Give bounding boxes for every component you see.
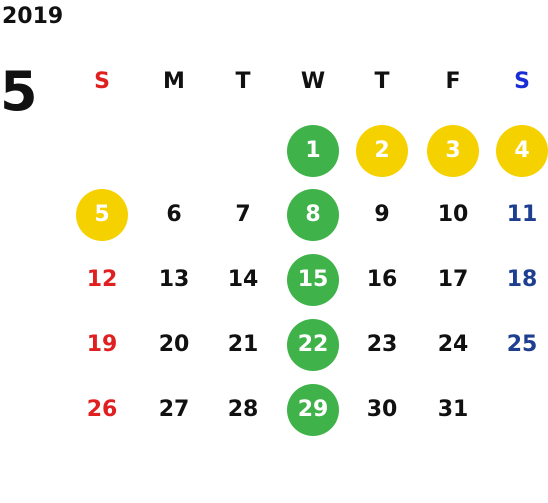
day-cell[interactable]: 1 [287, 125, 339, 177]
day-cell[interactable]: 18 [506, 267, 538, 292]
weekday-header: T [235, 69, 251, 94]
day-cell[interactable]: 7 [235, 202, 251, 227]
day-cell[interactable]: 17 [437, 267, 469, 292]
day-cell[interactable]: 11 [506, 202, 538, 227]
weekday-header: T [374, 69, 390, 94]
day-cell[interactable]: 9 [374, 202, 390, 227]
day-cell[interactable]: 25 [506, 332, 538, 357]
day-cell[interactable]: 23 [366, 332, 398, 357]
day-cell[interactable]: 16 [366, 267, 398, 292]
day-cell[interactable]: 26 [86, 397, 118, 422]
weekday-header: S [94, 69, 110, 94]
day-cell[interactable]: 8 [287, 189, 339, 241]
weekday-header: F [445, 69, 461, 94]
day-cell[interactable]: 21 [227, 332, 259, 357]
day-cell[interactable]: 28 [227, 397, 259, 422]
day-cell[interactable]: 13 [158, 267, 190, 292]
day-cell[interactable]: 30 [366, 397, 398, 422]
weekday-header: S [514, 69, 530, 94]
day-cell[interactable]: 24 [437, 332, 469, 357]
day-cell[interactable]: 22 [287, 319, 339, 371]
day-cell[interactable]: 29 [287, 384, 339, 436]
day-cell[interactable]: 12 [86, 267, 118, 292]
month-label: 5 [0, 60, 38, 123]
day-cell[interactable]: 19 [86, 332, 118, 357]
day-cell[interactable]: 27 [158, 397, 190, 422]
day-cell[interactable]: 2 [356, 125, 408, 177]
day-cell[interactable]: 31 [437, 397, 469, 422]
weekday-header: M [163, 69, 185, 94]
day-cell[interactable]: 10 [437, 202, 469, 227]
day-cell[interactable]: 20 [158, 332, 190, 357]
day-cell[interactable]: 14 [227, 267, 259, 292]
day-cell[interactable]: 5 [76, 189, 128, 241]
day-cell[interactable]: 6 [166, 202, 182, 227]
year-label: 2019 [2, 4, 64, 29]
day-cell[interactable]: 4 [496, 125, 548, 177]
weekday-header: W [300, 69, 326, 94]
day-cell[interactable]: 15 [287, 254, 339, 306]
day-cell[interactable]: 3 [427, 125, 479, 177]
